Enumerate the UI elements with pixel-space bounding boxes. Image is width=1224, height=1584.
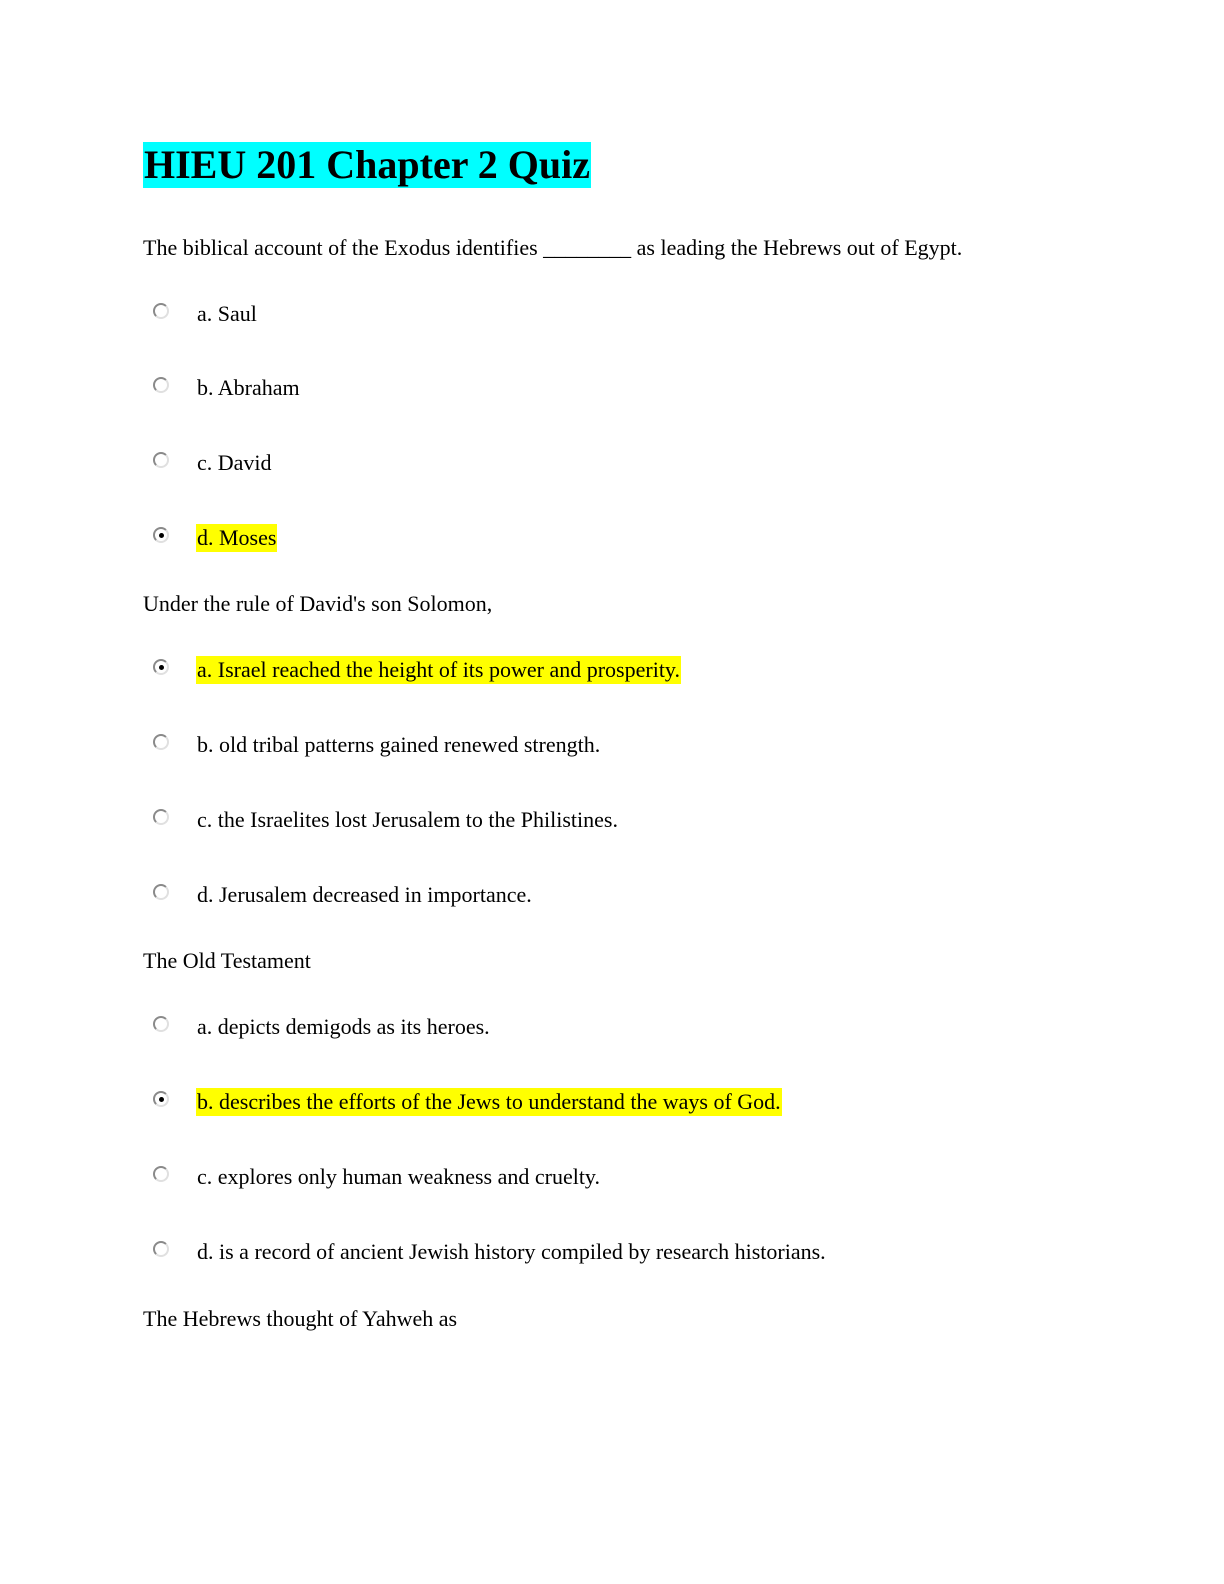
q3-option-a[interactable]: a. depicts demigods as its heroes. [150, 1012, 491, 1042]
q2-option-b[interactable]: b. old tribal patterns gained renewed st… [150, 730, 601, 760]
option-label-highlighted: d. Moses [196, 524, 278, 552]
radio-button-icon[interactable] [153, 377, 169, 393]
radio-button-selected-icon[interactable] [153, 527, 169, 543]
q1-option-c[interactable]: c. David [150, 448, 273, 478]
radio-button-icon[interactable] [153, 1166, 169, 1182]
radio-button-icon[interactable] [153, 884, 169, 900]
radio-button-icon[interactable] [153, 809, 169, 825]
radio-button-selected-icon[interactable] [153, 659, 169, 675]
q1-option-b[interactable]: b. Abraham [150, 373, 301, 403]
q1-option-a[interactable]: a. Saul [150, 299, 258, 329]
question-4-text: The Hebrews thought of Yahweh as [143, 1306, 458, 1331]
option-label: c. the Israelites lost Jerusalem to the … [197, 807, 618, 832]
option-label: c. explores only human weakness and crue… [197, 1164, 601, 1189]
option-label-highlighted: b. describes the efforts of the Jews to … [196, 1088, 782, 1116]
radio-button-selected-icon[interactable] [153, 1091, 169, 1107]
option-label: a. depicts demigods as its heroes. [197, 1014, 490, 1039]
question-1-text: The biblical account of the Exodus ident… [143, 235, 963, 260]
q3-option-c[interactable]: c. explores only human weakness and crue… [150, 1162, 601, 1192]
q2-option-c[interactable]: c. the Israelites lost Jerusalem to the … [150, 805, 619, 835]
option-label: b. Abraham [197, 375, 300, 400]
page-title: HIEU 201 Chapter 2 Quiz [143, 142, 591, 188]
q2-option-a[interactable]: a. Israel reached the height of its powe… [150, 655, 682, 685]
radio-button-icon[interactable] [153, 452, 169, 468]
option-label: d. Jerusalem decreased in importance. [197, 882, 532, 907]
question-3-text: The Old Testament [143, 948, 311, 973]
option-label: b. old tribal patterns gained renewed st… [197, 732, 601, 757]
q2-option-d[interactable]: d. Jerusalem decreased in importance. [150, 880, 533, 910]
radio-button-icon[interactable] [153, 1241, 169, 1257]
radio-button-icon[interactable] [153, 1016, 169, 1032]
option-label: c. David [197, 450, 272, 475]
radio-button-icon[interactable] [153, 303, 169, 319]
question-2-text: Under the rule of David's son Solomon, [143, 591, 493, 616]
option-label-highlighted: a. Israel reached the height of its powe… [196, 656, 682, 684]
option-label: a. Saul [197, 301, 257, 326]
q3-option-b[interactable]: b. describes the efforts of the Jews to … [150, 1087, 782, 1117]
option-label: d. is a record of ancient Jewish history… [197, 1239, 826, 1264]
q3-option-d[interactable]: d. is a record of ancient Jewish history… [150, 1237, 827, 1267]
q1-option-d[interactable]: d. Moses [150, 523, 278, 553]
radio-button-icon[interactable] [153, 734, 169, 750]
